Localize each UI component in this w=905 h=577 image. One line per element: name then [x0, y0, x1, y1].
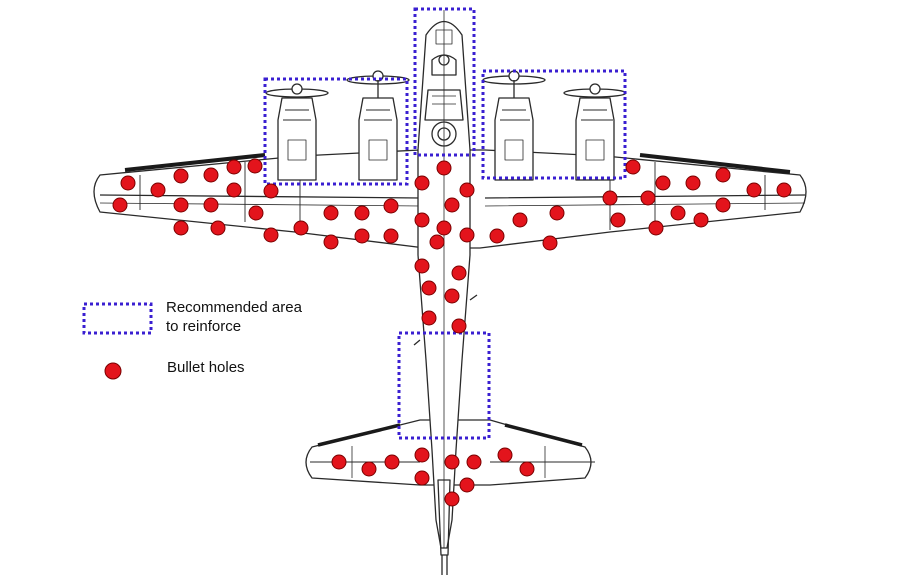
bullet-hole-icon [293, 220, 309, 236]
bullet-hole-icon [173, 168, 189, 184]
bullet-hole-icon [648, 220, 664, 236]
legend-reinforce-symbol [82, 302, 153, 335]
legend-reinforce-line2: to reinforce [166, 318, 242, 335]
bullet-holes [112, 158, 792, 507]
bullet-hole-icon [444, 491, 460, 507]
bullet-hole-icon [519, 461, 535, 477]
bullet-hole-icon [466, 454, 482, 470]
bullet-hole-icon [776, 182, 792, 198]
engine-icon [265, 83, 329, 181]
bullet-hole-icon [361, 461, 377, 477]
bullet-hole-icon [670, 205, 686, 221]
bullet-hole-icon [459, 182, 475, 198]
bullet-hole-icon [203, 167, 219, 183]
bullet-hole-icon [104, 362, 122, 380]
bullet-hole-icon [421, 310, 437, 326]
bullet-hole-icon [173, 220, 189, 236]
bullet-hole-icon [323, 234, 339, 250]
bullet-hole-icon [226, 159, 242, 175]
legend-holes-label: Bullet holes [167, 359, 245, 376]
bullet-hole-icon [444, 288, 460, 304]
reinforce-area-left-engines [263, 77, 409, 186]
bullet-hole-icon [489, 228, 505, 244]
bullet-hole-icon [655, 175, 671, 191]
bullet-hole-icon [414, 258, 430, 274]
bullet-hole-icon [150, 182, 166, 198]
legend-reinforce-line1: Recommended area [166, 299, 302, 316]
bullet-hole-icon [173, 197, 189, 213]
bullet-hole-icon [247, 158, 263, 174]
bullet-hole-icon [451, 318, 467, 334]
bullet-hole-icon [263, 227, 279, 243]
bullet-hole-icon [248, 205, 264, 221]
bullet-hole-icon [414, 470, 430, 486]
engine-icon [563, 83, 627, 181]
reinforce-areas [263, 7, 627, 440]
bullet-hole-icon [549, 205, 565, 221]
bullet-hole-icon [383, 198, 399, 214]
bullet-hole-icon [444, 197, 460, 213]
reinforce-area-tail [397, 331, 491, 440]
bullet-hole-icon [542, 235, 558, 251]
bullet-hole-icon [512, 212, 528, 228]
bullet-hole-icon [610, 212, 626, 228]
bullet-hole-icon [354, 228, 370, 244]
bullet-hole-icon [715, 167, 731, 183]
bullet-hole-icon [384, 454, 400, 470]
bullet-hole-icon [436, 160, 452, 176]
bullet-hole-icon [451, 265, 467, 281]
bullet-hole-icon [414, 175, 430, 191]
bullet-hole-icon [383, 228, 399, 244]
bullet-hole-icon [354, 205, 370, 221]
bullet-hole-icon [444, 454, 460, 470]
bullet-hole-icon [459, 477, 475, 493]
bullet-hole-icon [497, 447, 513, 463]
bullet-hole-icon [429, 234, 445, 250]
legend [82, 302, 153, 380]
bullet-hole-icon [436, 220, 452, 236]
engine-icon [482, 70, 546, 181]
bullet-hole-icon [263, 183, 279, 199]
bullet-hole-icon [640, 190, 656, 206]
bullet-hole-icon [746, 182, 762, 198]
bullet-hole-icon [323, 205, 339, 221]
bullet-hole-icon [693, 212, 709, 228]
bullet-hole-icon [112, 197, 128, 213]
reinforce-area-nose [413, 7, 476, 157]
bullet-hole-icon [120, 175, 136, 191]
bullet-hole-icon [331, 454, 347, 470]
bullet-hole-icon [226, 182, 242, 198]
legend-reinforce-label: Recommended area to reinforce [166, 298, 386, 336]
bullet-hole-icon [715, 197, 731, 213]
bullet-hole-icon [203, 197, 219, 213]
bullet-hole-icon [414, 212, 430, 228]
bullet-hole-icon [210, 220, 226, 236]
bullet-hole-icon [459, 227, 475, 243]
reinforce-area-right-engines [481, 69, 627, 180]
bullet-hole-icon [414, 447, 430, 463]
bullet-hole-icon [421, 280, 437, 296]
bullet-hole-icon [685, 175, 701, 191]
bullet-hole-icon [602, 190, 618, 206]
bullet-hole-icon [625, 159, 641, 175]
